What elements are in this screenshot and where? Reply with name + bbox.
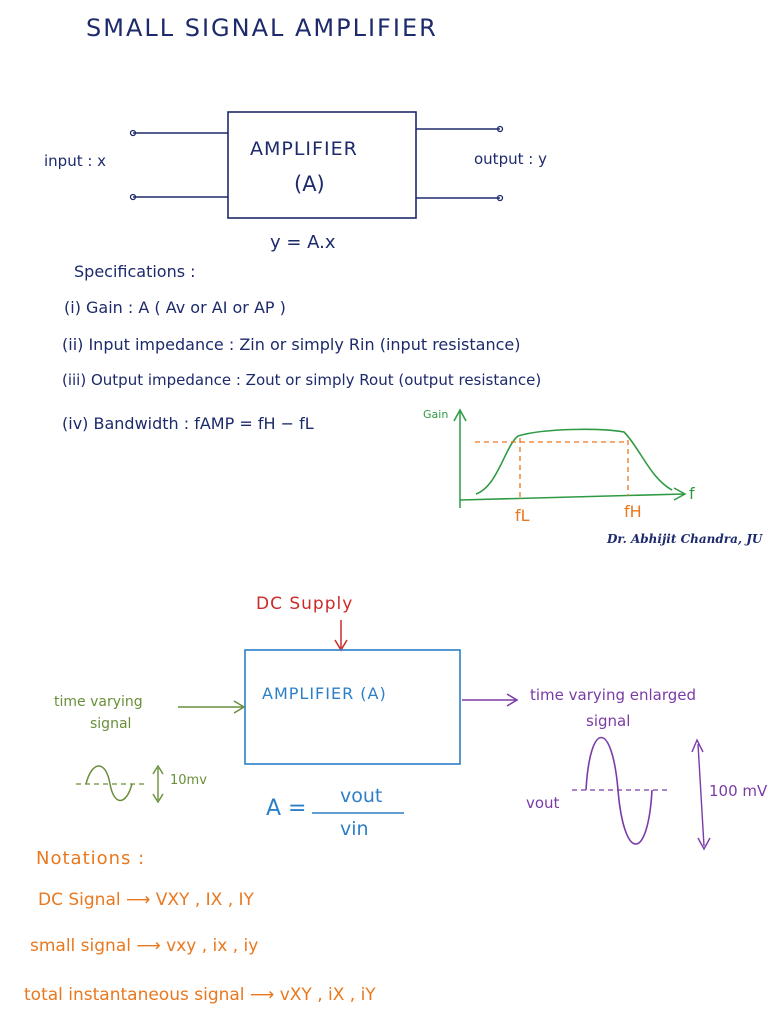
output-terminal-bottom bbox=[496, 194, 504, 202]
input-amp-arrowhead-top bbox=[152, 764, 164, 775]
notation-total-signal: total instantaneous signal ⟶ vXY , iX , … bbox=[24, 985, 376, 1005]
output-amp-arrowhead-bottom bbox=[697, 837, 711, 851]
spec-item-gain: (i) Gain : A ( Av or AI or AP ) bbox=[64, 298, 286, 317]
gain-formula-numerator: vout bbox=[340, 785, 383, 807]
output-label: output : y bbox=[474, 150, 547, 168]
output-signal-label-line2: signal bbox=[586, 712, 631, 730]
amplifier-box-1-gain: (A) bbox=[294, 172, 325, 196]
input-terminal-bottom bbox=[129, 193, 137, 201]
f-high-label: fH bbox=[624, 502, 642, 521]
amplifier-equation: y = A.x bbox=[270, 232, 336, 253]
page-title: SMALL SIGNAL AMPLIFIER bbox=[86, 14, 438, 42]
specifications-heading: Specifications : bbox=[74, 262, 196, 281]
dc-supply-label: DC Supply bbox=[256, 594, 354, 614]
output-amplitude-label: 100 mV bbox=[709, 782, 768, 800]
gain-axis-x-arrow bbox=[673, 487, 687, 501]
input-amplitude-label: 10mv bbox=[170, 773, 207, 788]
output-terminal-top bbox=[496, 125, 504, 133]
gain-formula-denominator: vin bbox=[340, 818, 369, 840]
input-amp-arrowhead-bottom bbox=[152, 793, 164, 804]
input-label: input : x bbox=[44, 152, 107, 170]
gain-curve bbox=[475, 428, 673, 495]
output-amp-arrow bbox=[697, 743, 705, 847]
frequency-axis-label: f bbox=[689, 484, 695, 503]
gain-formula-lhs: A = bbox=[266, 796, 307, 821]
input-terminal-top bbox=[129, 129, 137, 137]
notation-dc-signal: DC Signal ⟶ VXY , IX , IY bbox=[38, 890, 254, 910]
input-signal-label-line2: signal bbox=[90, 716, 132, 732]
output-amp-arrowhead-top bbox=[691, 738, 704, 753]
input-signal-label-line1: time varying bbox=[54, 694, 143, 710]
spec-item-bandwidth: (iv) Bandwidth : fAMP = fH − fL bbox=[62, 414, 314, 433]
amplifier-box-2-label: AMPLIFIER (A) bbox=[262, 684, 387, 703]
notation-small-signal: small signal ⟶ vxy , ix , iy bbox=[30, 936, 259, 956]
amplifier-box-1 bbox=[227, 111, 417, 219]
vout-label: vout bbox=[526, 794, 560, 812]
input-signal-arrowhead bbox=[233, 700, 246, 714]
spec-item-output-impedance: (iii) Output impedance : Zout or simply … bbox=[62, 371, 542, 389]
notations-heading: Notations : bbox=[36, 848, 146, 869]
gain-axis-label: Gain bbox=[423, 408, 449, 421]
author-signature: Dr. Abhijit Chandra, JU bbox=[607, 532, 763, 546]
spec-item-input-impedance: (ii) Input impedance : Zin or simply Rin… bbox=[62, 335, 521, 354]
output-sine-wave bbox=[585, 737, 653, 845]
f-low-label: fL bbox=[515, 506, 530, 525]
output-signal-label-line1: time varying enlarged bbox=[530, 686, 697, 704]
input-sine-wave bbox=[85, 765, 133, 802]
amplifier-box-1-label: AMPLIFIER bbox=[250, 138, 358, 160]
output-signal-arrowhead bbox=[506, 693, 519, 707]
gain-axis-y-arrow bbox=[453, 408, 467, 422]
gain-axis-x bbox=[459, 493, 685, 501]
amplifier-box-2 bbox=[244, 649, 461, 765]
